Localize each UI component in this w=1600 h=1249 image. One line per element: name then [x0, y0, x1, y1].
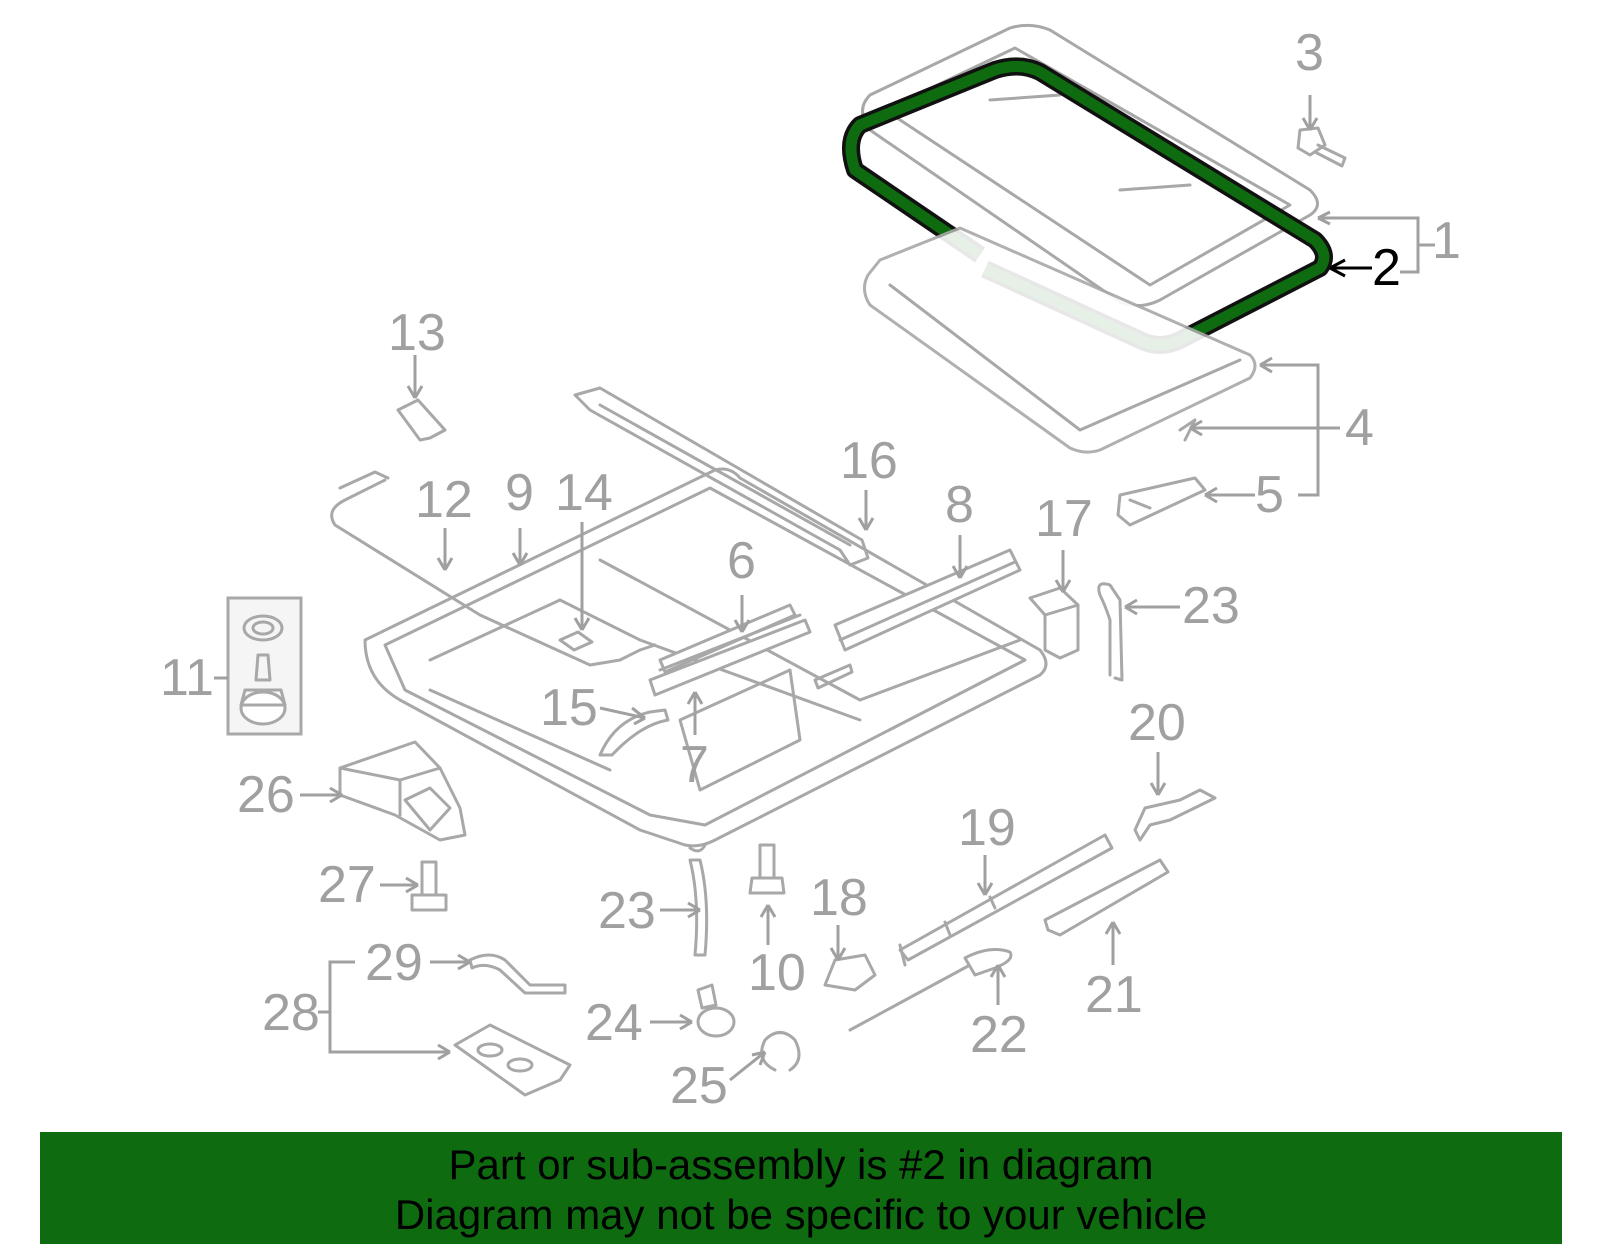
- callout-17: 17: [1035, 490, 1093, 548]
- parts-diagram: 1 2 3 4 5 6 7 8 9 10 11 12 13 14 15 16 1…: [160, 23, 1461, 1115]
- callout-18: 18: [810, 869, 868, 927]
- leader-lines: [214, 95, 1435, 1082]
- callout-12: 12: [415, 471, 473, 529]
- callout-6: 6: [727, 532, 756, 590]
- callout-4: 4: [1345, 399, 1374, 457]
- callout-22: 22: [970, 1006, 1028, 1064]
- callout-23-lower: 23: [598, 882, 656, 940]
- callout-2: 2: [1372, 239, 1401, 297]
- part-7-rail[interactable]: [648, 618, 812, 697]
- part-4-glass-frame[interactable]: [863, 226, 1257, 454]
- callout-1: 1: [1432, 212, 1461, 270]
- part-23-lower-hose[interactable]: [688, 858, 709, 957]
- banner-line-2: Diagram may not be specific to your vehi…: [394, 1191, 1208, 1238]
- part-21-track[interactable]: [1043, 858, 1170, 937]
- part-20-bracket[interactable]: [1133, 788, 1217, 842]
- part-27-bolt[interactable]: [410, 860, 448, 912]
- part-3-bolt[interactable]: [1296, 126, 1347, 168]
- part-8-deflector[interactable]: [813, 548, 1022, 690]
- part-11-kit[interactable]: [226, 596, 303, 736]
- callout-labels: 1 2 3 4 5 6 7 8 9 10 11 12 13 14 15 16 1…: [160, 24, 1461, 1115]
- callout-25: 25: [670, 1057, 728, 1115]
- callout-11: 11: [160, 649, 214, 707]
- part-23-upper-hose[interactable]: [1097, 582, 1124, 682]
- callout-7: 7: [680, 736, 709, 794]
- callout-29: 29: [365, 934, 423, 992]
- callout-24: 24: [585, 994, 643, 1052]
- callout-14: 14: [555, 464, 613, 522]
- callout-27: 27: [318, 856, 376, 914]
- part-5-bracket[interactable]: [1116, 476, 1207, 527]
- part-29-hose[interactable]: [468, 953, 567, 995]
- info-banner: Part or sub-assembly is #2 in diagram Di…: [40, 1132, 1562, 1244]
- part-14-connector[interactable]: [558, 630, 594, 652]
- callout-19: 19: [958, 799, 1016, 857]
- part-15-clip[interactable]: [598, 708, 670, 757]
- part-25-clip[interactable]: [760, 1031, 801, 1072]
- part-28-plate[interactable]: [453, 1023, 572, 1097]
- callout-5: 5: [1255, 466, 1284, 524]
- part-26-motor[interactable]: [338, 740, 467, 842]
- callout-8: 8: [945, 476, 974, 534]
- part-24-grommet[interactable]: [696, 983, 736, 1038]
- part-16-front-rail[interactable]: [573, 386, 870, 567]
- callout-16: 16: [840, 432, 898, 490]
- part-13-clip[interactable]: [396, 398, 447, 442]
- callout-10: 10: [748, 944, 806, 1002]
- callout-26: 26: [237, 766, 295, 824]
- callout-13: 13: [388, 304, 446, 362]
- callout-28: 28: [262, 984, 320, 1042]
- part-19-track[interactable]: [898, 833, 1114, 967]
- part-9-main-frame[interactable]: [363, 467, 1048, 853]
- callout-3: 3: [1295, 24, 1324, 82]
- callout-9: 9: [505, 464, 534, 522]
- part-10-bolt[interactable]: [748, 843, 786, 895]
- callout-20: 20: [1128, 694, 1186, 752]
- banner-line-1: Part or sub-assembly is #2 in diagram: [448, 1141, 1154, 1188]
- part-18-bracket[interactable]: [823, 953, 877, 992]
- callout-15: 15: [540, 679, 598, 737]
- callout-21: 21: [1085, 966, 1143, 1024]
- part-12-cable[interactable]: [330, 470, 657, 667]
- callout-23-upper: 23: [1182, 577, 1240, 635]
